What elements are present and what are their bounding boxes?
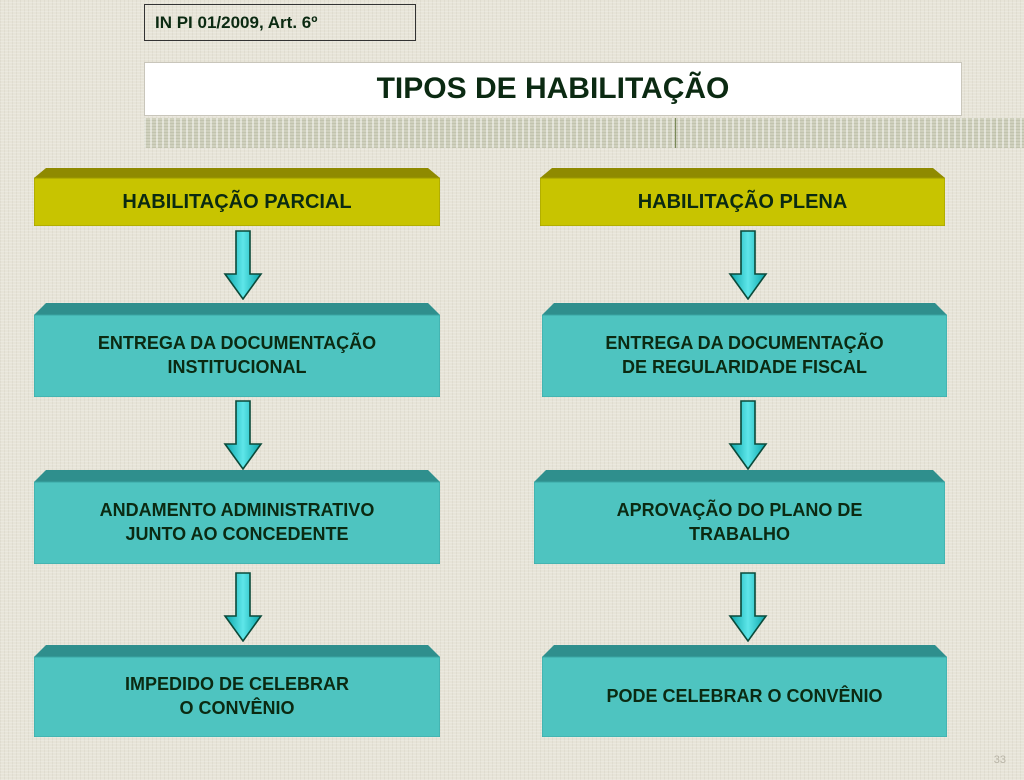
left-step-1-label: ENTREGA DA DOCUMENTAÇÃO INSTITUCIONAL (97, 333, 377, 377)
left-step-3-shape (34, 645, 440, 737)
right-heading-box: HABILITAÇÃO PLENA (540, 168, 945, 226)
left-step-1: ENTREGA DA DOCUMENTAÇÃO INSTITUCIONAL (34, 303, 440, 397)
left-step-1-shape (34, 303, 440, 397)
left-heading-box: HABILITAÇÃO PARCIAL (34, 168, 440, 226)
left-step-2: ANDAMENTO ADMINISTRATIVO JUNTO AO CONCED… (34, 470, 440, 564)
left-heading-label: HABILITAÇÃO PARCIAL (122, 190, 352, 213)
slide-number: 33 (993, 754, 1006, 766)
slide-title: TIPOS DE HABILITAÇÃO (144, 62, 962, 116)
arrow-down-icon (728, 230, 768, 300)
right-step-1: ENTREGA DA DOCUMENTAÇÃO DE REGULARIDADE … (542, 303, 947, 397)
arrow-down-icon (728, 400, 768, 470)
right-heading-label: HABILITAÇÃO PLENA (637, 190, 848, 213)
left-step-2-shape (34, 470, 440, 564)
left-arrow-3 (223, 572, 263, 642)
right-step-2-label: APROVAÇÃO DO PLANO DE TRABALHO (616, 500, 863, 544)
right-arrow-1 (728, 230, 768, 300)
right-arrow-3 (728, 572, 768, 642)
left-step-2-label: ANDAMENTO ADMINISTRATIVO JUNTO AO CONCED… (99, 500, 375, 544)
right-step-2: APROVAÇÃO DO PLANO DE TRABALHO (534, 470, 945, 564)
decorative-band (144, 118, 1024, 148)
right-step-1-label: ENTREGA DA DOCUMENTAÇÃO DE REGULARIDADE … (605, 333, 884, 377)
right-step-3-label: PODE CELEBRAR O CONVÊNIO (606, 686, 883, 707)
arrow-down-icon (223, 230, 263, 300)
right-step-3-shape (542, 645, 947, 737)
reference-label: IN PI 01/2009, Art. 6º (144, 4, 416, 41)
left-arrow-1 (223, 230, 263, 300)
band-divider (675, 118, 676, 148)
left-step-3: IMPEDIDO DE CELEBRAR O CONVÊNIO (34, 645, 440, 737)
arrow-down-icon (223, 572, 263, 642)
left-heading-shape (34, 168, 440, 226)
right-step-1-shape (542, 303, 947, 397)
right-heading-shape (540, 168, 945, 226)
right-step-2-shape (534, 470, 945, 564)
arrow-down-icon (223, 400, 263, 470)
left-arrow-2 (223, 400, 263, 470)
right-step-3: PODE CELEBRAR O CONVÊNIO (542, 645, 947, 737)
arrow-down-icon (728, 572, 768, 642)
right-arrow-2 (728, 400, 768, 470)
left-step-3-label: IMPEDIDO DE CELEBRAR O CONVÊNIO (124, 674, 349, 718)
